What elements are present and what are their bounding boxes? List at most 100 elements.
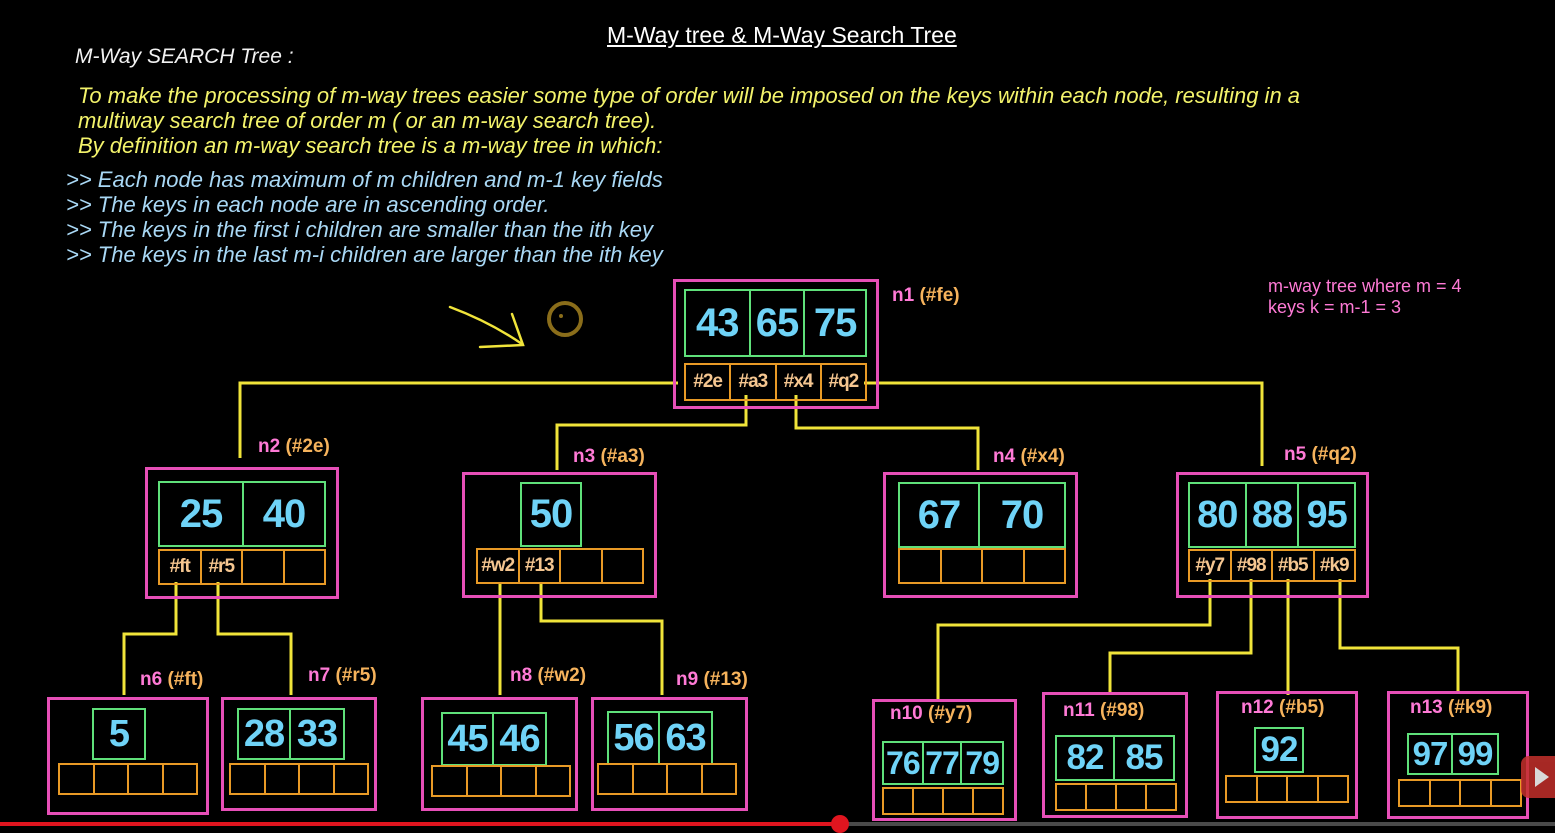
key-fields: 92 [1254,727,1304,773]
child-pointer [944,789,974,813]
tree-node-n11 [1042,692,1188,818]
key-value: 75 [813,300,857,345]
node-address: (#a3) [600,446,645,467]
rule-bullet-3: >> The keys in the first i children are … [66,217,653,242]
node-id: n6 [140,669,163,690]
node-label: n13 (#k9) [1410,697,1492,719]
progress-scrubber[interactable] [830,815,849,833]
child-pointer [634,765,668,793]
tree-node-n2 [145,467,339,599]
node-address: (#y7) [928,703,973,724]
node-label: n3 (#a3) [573,446,645,468]
node-id: n4 [993,446,1016,467]
child-pointer [266,765,300,793]
child-pointer: #2e [686,365,732,399]
pointer-fields [882,787,1004,815]
node-address: (#w2) [537,665,587,686]
child-pointer: #98 [1232,551,1273,580]
child-pointer [1288,777,1319,801]
child-pointer: #w2 [478,550,520,582]
key-value: 67 [900,484,981,546]
child-pointer [1227,777,1258,801]
child-pointer [433,767,468,795]
node-label: n9 (#13) [676,669,748,691]
key-value: 65 [751,291,806,355]
node-address: (#x4) [1020,446,1065,467]
node-id: n1 [892,285,915,306]
node-id: n8 [510,665,533,686]
key-fields: 50 [520,482,582,547]
pointer-fields [1398,779,1522,807]
pointer-fields [597,763,737,795]
key-value: 85 [1125,738,1164,777]
play-icon[interactable] [1521,756,1555,798]
pointer-fields: #w2#13 [476,548,644,584]
child-pointer [537,767,570,795]
child-pointer [561,550,603,582]
node-address: (#2e) [285,436,330,457]
key-value: 76 [884,743,924,783]
tree-node-n5 [1176,472,1369,598]
pointer-arrow [448,305,525,349]
child-pointer [1057,785,1087,809]
key-value: 45 [443,714,495,764]
key-value: 79 [965,744,1000,781]
child-pointer [60,765,95,793]
node-id: n3 [573,446,596,467]
pointer-fields [1225,775,1349,803]
key-value: 50 [529,492,574,536]
child-pointer [1087,785,1117,809]
pointer-fields: #2e#a3#x4#q2 [684,363,867,401]
child-pointer [983,550,1025,582]
child-pointer [300,765,335,793]
definition-line-1: To make the processing of m-way trees ea… [78,83,1301,108]
pointer-fields: #y7#98#b5#k9 [1188,549,1356,582]
node-address: (#q2) [1311,444,1357,465]
key-value: 82 [1057,737,1116,779]
child-pointer [1319,777,1348,801]
page-title: M-Way tree & M-Way Search Tree [607,22,957,48]
key-value: 46 [499,717,540,760]
key-value: 63 [665,716,706,759]
pointer-fields [898,548,1066,584]
child-pointer [1147,785,1175,809]
child-pointer: #13 [520,550,561,582]
node-label: n1 (#fe) [892,285,960,307]
tree-node-n8 [421,697,578,811]
child-pointer [1431,781,1461,805]
node-id: n9 [676,669,699,690]
child-pointer [1258,777,1288,801]
child-pointer [1025,550,1065,582]
keys-note: keys k = m-1 = 3 [1268,297,1402,317]
key-value: 77 [924,743,963,783]
arrow-head [478,312,525,349]
node-address: (#k9) [1448,697,1493,718]
child-pointer [603,550,643,582]
key-value: 40 [262,491,307,536]
child-pointer [974,789,1002,813]
node-label: n7 (#r5) [308,665,377,687]
pointer-fields [229,763,369,795]
progress-bar [0,822,840,826]
key-value: 5 [108,712,130,755]
node-label: n12 (#b5) [1241,697,1324,719]
child-pointer [468,767,502,795]
child-pointer [231,765,266,793]
tree-node-n3 [462,472,657,598]
child-pointer: #y7 [1190,551,1232,580]
node-address: (#fe) [919,285,960,306]
node-label: n10 (#y7) [890,703,972,725]
key-value: 33 [296,712,338,755]
key-value: 80 [1190,484,1247,546]
pointer-fields [58,763,198,795]
child-pointer [243,551,285,583]
node-id: n10 [890,703,923,724]
tree-node-n13 [1387,691,1529,819]
